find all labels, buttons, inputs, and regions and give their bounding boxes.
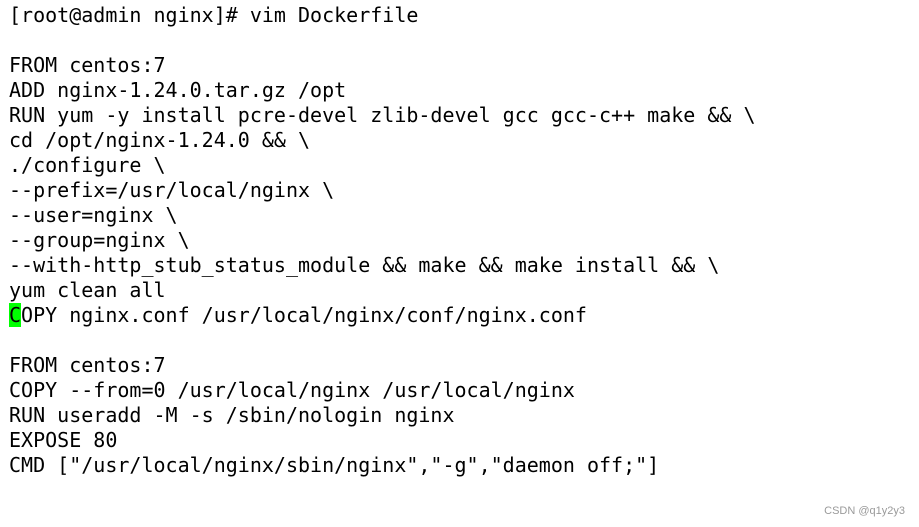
terminal-line-blank	[9, 328, 756, 353]
terminal-line: FROM centos:7	[9, 53, 166, 77]
terminal-line: cd /opt/nginx-1.24.0 && \	[9, 128, 311, 152]
terminal-line: FROM centos:7	[9, 353, 166, 377]
csdn-watermark: CSDN @q1y2y3	[824, 505, 905, 517]
terminal-line: COPY --from=0 /usr/local/nginx /usr/loca…	[9, 378, 575, 402]
terminal-line-cursor: COPY nginx.conf /usr/local/nginx/conf/ng…	[9, 303, 756, 328]
terminal-line: ADD nginx-1.24.0.tar.gz /opt	[9, 78, 347, 102]
terminal-line: --group=nginx \	[9, 228, 190, 252]
terminal-line: CMD ["/usr/local/nginx/sbin/nginx","-g",…	[9, 453, 660, 477]
text-cursor[interactable]: C	[9, 303, 22, 327]
terminal-line: EXPOSE 80	[9, 428, 118, 452]
cursor-line-text: OPY nginx.conf /usr/local/nginx/conf/ngi…	[21, 303, 587, 327]
terminal-line: yum clean all	[9, 278, 166, 302]
terminal-line: RUN yum -y install pcre-devel zlib-devel…	[9, 103, 756, 127]
terminal-line: ./configure \	[9, 153, 166, 177]
terminal-line-prompt: [root@admin nginx]# vim Dockerfile	[9, 3, 419, 27]
terminal-line-blank	[9, 28, 756, 53]
terminal-line: --with-http_stub_status_module && make &…	[9, 253, 720, 277]
terminal-line: RUN useradd -M -s /sbin/nologin nginx	[9, 403, 455, 427]
terminal-line: --prefix=/usr/local/nginx \	[9, 178, 335, 202]
terminal-line: --user=nginx \	[9, 203, 178, 227]
